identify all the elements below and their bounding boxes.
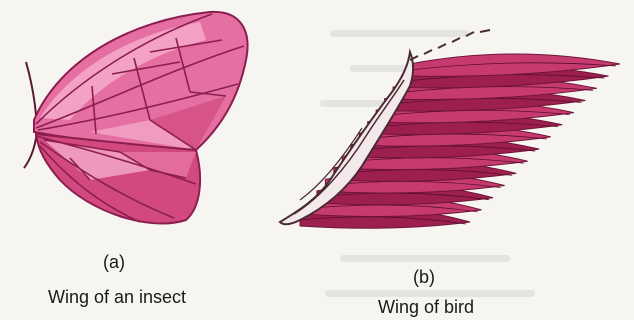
panel-a-label: (a): [94, 252, 134, 273]
panel-b-label: (b): [404, 267, 444, 288]
panel-a-caption: Wing of an insect: [22, 287, 212, 308]
bird-flight-feathers: [300, 54, 620, 228]
panel-b-caption: Wing of bird: [346, 297, 506, 318]
